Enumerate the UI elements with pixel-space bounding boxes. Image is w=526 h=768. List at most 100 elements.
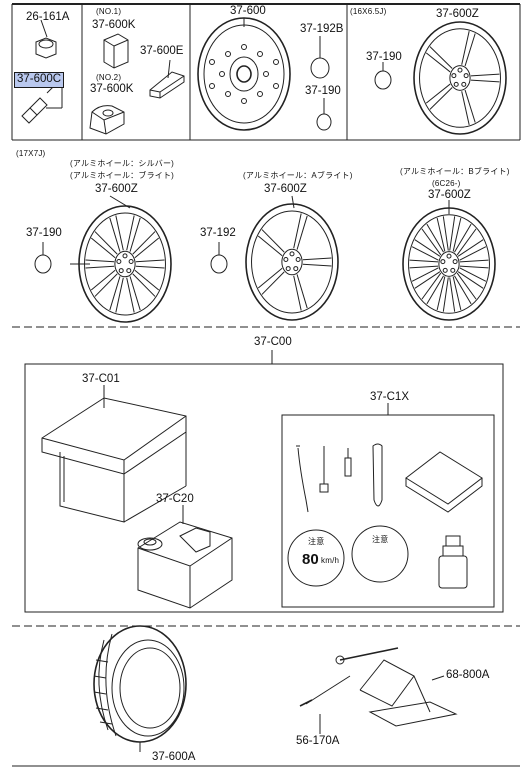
sticker-2-title: 注意	[372, 535, 389, 544]
wheel-spoke	[85, 259, 115, 263]
wheel-spoke	[409, 259, 439, 263]
wheel-spoke	[461, 31, 470, 65]
lug-hole	[285, 266, 291, 272]
wheel-spoke	[94, 273, 118, 297]
wheel-spoke	[132, 273, 156, 297]
wheel-spoke	[429, 87, 453, 110]
wheel-spoke	[452, 276, 462, 311]
warning-sticker-1	[287, 529, 345, 587]
wheel-spoke	[261, 271, 285, 295]
lug-hole	[295, 256, 301, 262]
part-26-161a: 26-161A	[26, 11, 70, 23]
alloy-wheel-16	[413, 21, 507, 135]
wheel-spoke	[132, 231, 156, 255]
center-caps-top	[310, 36, 392, 131]
wheel-hub	[449, 65, 471, 91]
wheel-spoke	[457, 239, 484, 257]
wheel-17-b-bright-code: (6C26-)	[432, 179, 461, 188]
wheel-spoke	[459, 267, 487, 282]
wheel-spoke	[296, 274, 308, 309]
wheel-spoke	[135, 265, 165, 269]
part-37-c01: 37-C01	[82, 373, 120, 385]
wheel-spoke	[257, 267, 283, 289]
frame-lines	[11, 3, 521, 767]
air-compressor	[137, 505, 233, 609]
wheel-spoke	[442, 216, 449, 251]
wheel-spoke	[296, 215, 308, 250]
wheel-spoke	[411, 246, 439, 261]
lug-hole	[283, 256, 289, 262]
wheel-spoke	[85, 265, 115, 269]
sticker-1-speed: 80	[302, 551, 319, 568]
wheel-spoke	[459, 246, 487, 261]
part-37-600z-16: 37-600Z	[436, 8, 479, 20]
wheel-17-b-bright-note: (アルミホイール：Bブライト)	[400, 167, 510, 176]
wheel-rim-inner	[408, 214, 490, 314]
wheel-spoke	[426, 275, 445, 305]
scissor-jack	[335, 647, 458, 727]
wheel-hub	[281, 248, 303, 276]
lug-hole	[446, 253, 452, 259]
lug-hole	[118, 268, 124, 274]
part-37-600: 37-600	[230, 5, 266, 17]
wheel-spoke	[90, 237, 116, 259]
wheel-spoke	[449, 277, 456, 312]
wheel-rim	[402, 207, 496, 321]
lug-hole	[453, 81, 459, 87]
lug-nut-part	[35, 19, 57, 59]
part-37-600k-1: 37-600K	[92, 19, 136, 31]
weight-no1-note: (NO.1)	[96, 7, 122, 16]
part-37-600z-17-3: 37-600Z	[428, 189, 471, 201]
wheel-spoke	[464, 33, 476, 67]
wheel-spoke	[459, 259, 489, 263]
wheel-spoke	[293, 213, 302, 249]
alloy-wheel-17-silver	[78, 205, 172, 323]
part-37-c20: 37-C20	[156, 493, 194, 505]
wheel-rim	[413, 21, 507, 135]
wheel-spoke	[135, 259, 165, 263]
wheel-spoke	[109, 217, 121, 252]
part-37-600z-17-2: 37-600Z	[264, 183, 307, 195]
wheel-spoke	[257, 235, 283, 257]
lug-hole	[457, 67, 463, 73]
wheel-spoke	[421, 228, 442, 256]
warning-sticker-2	[351, 525, 409, 583]
lug-hole	[122, 253, 128, 259]
wheel-spoke	[429, 46, 453, 69]
wheel-spoke	[436, 276, 446, 311]
lug-hole	[126, 268, 132, 274]
wheel-spoke	[426, 223, 445, 253]
wheel-spoke	[109, 276, 121, 311]
sticker-1-title: 注意	[308, 537, 325, 546]
wheel-spoke	[90, 269, 116, 291]
wheel-spoke	[126, 215, 135, 251]
wheel-spoke	[457, 271, 484, 289]
part-37-c00: 37-C00	[254, 336, 292, 348]
part-37-600c-highlight[interactable]: 37-600C	[14, 72, 65, 88]
weight-clip-part	[149, 59, 185, 99]
part-68-800a: 68-800A	[446, 669, 490, 681]
part-56-170a: 56-170A	[296, 735, 340, 747]
weight-no2-note: (NO.2)	[96, 73, 122, 82]
part-37-192-17: 37-192	[200, 227, 236, 239]
kit-tools	[296, 443, 483, 513]
lug-hole	[452, 259, 458, 265]
wheel-spoke	[456, 272, 477, 300]
wheel-spoke	[456, 228, 477, 256]
kit-case	[41, 385, 187, 523]
lug-hole	[128, 258, 134, 264]
steel-wheel	[197, 17, 291, 131]
part-37-192b: 37-192B	[300, 23, 344, 35]
wheel-spoke	[126, 277, 135, 313]
wheel-spoke	[411, 267, 439, 282]
wheel-spoke	[129, 217, 141, 252]
wheel-spoke	[436, 217, 446, 252]
wheel-rim	[78, 205, 172, 323]
wheel-spoke	[302, 263, 332, 267]
wheel-spoke	[115, 277, 124, 313]
part-37-190-top: 37-190	[305, 85, 341, 97]
wheel-spoke	[464, 89, 476, 123]
wheel-spoke	[459, 265, 489, 269]
wheel-spoke	[453, 275, 472, 305]
